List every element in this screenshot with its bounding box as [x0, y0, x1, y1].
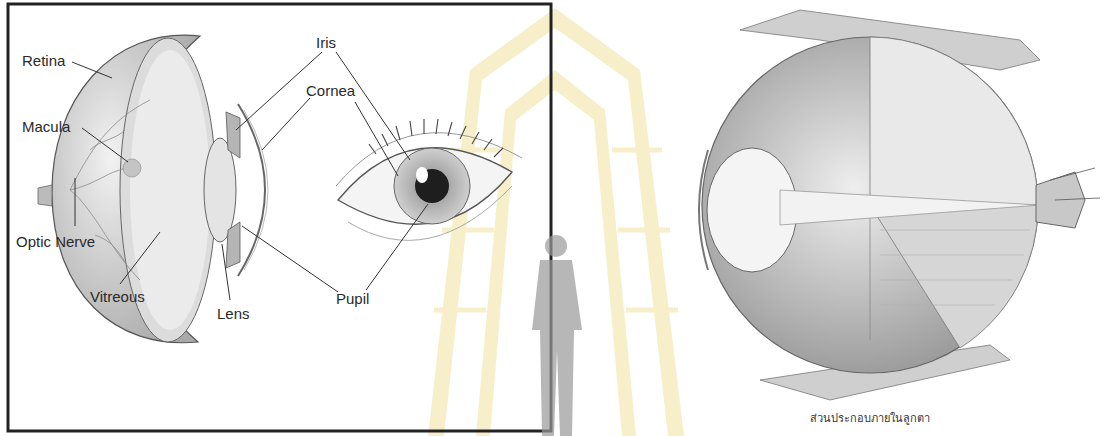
eye-front — [336, 119, 522, 240]
panel-frame — [8, 4, 551, 431]
leader-lines — [72, 52, 428, 300]
part-label: Iris — [316, 34, 336, 52]
eye-cutaway — [699, 10, 1100, 400]
watermark-figure — [532, 235, 582, 436]
part-label: Vitreous — [90, 288, 145, 306]
part-label: Retina — [22, 52, 65, 70]
figure-caption: ส่วนประกอบภายในลูกตา — [810, 412, 930, 425]
part-label: Pupil — [336, 290, 369, 308]
part-label: Optic Nerve — [16, 233, 95, 251]
part-label: Macula — [22, 118, 70, 136]
part-label: Cornea — [306, 82, 355, 100]
watermark — [428, 8, 684, 436]
part-label: Lens — [217, 305, 250, 323]
eye-section — [38, 35, 268, 343]
